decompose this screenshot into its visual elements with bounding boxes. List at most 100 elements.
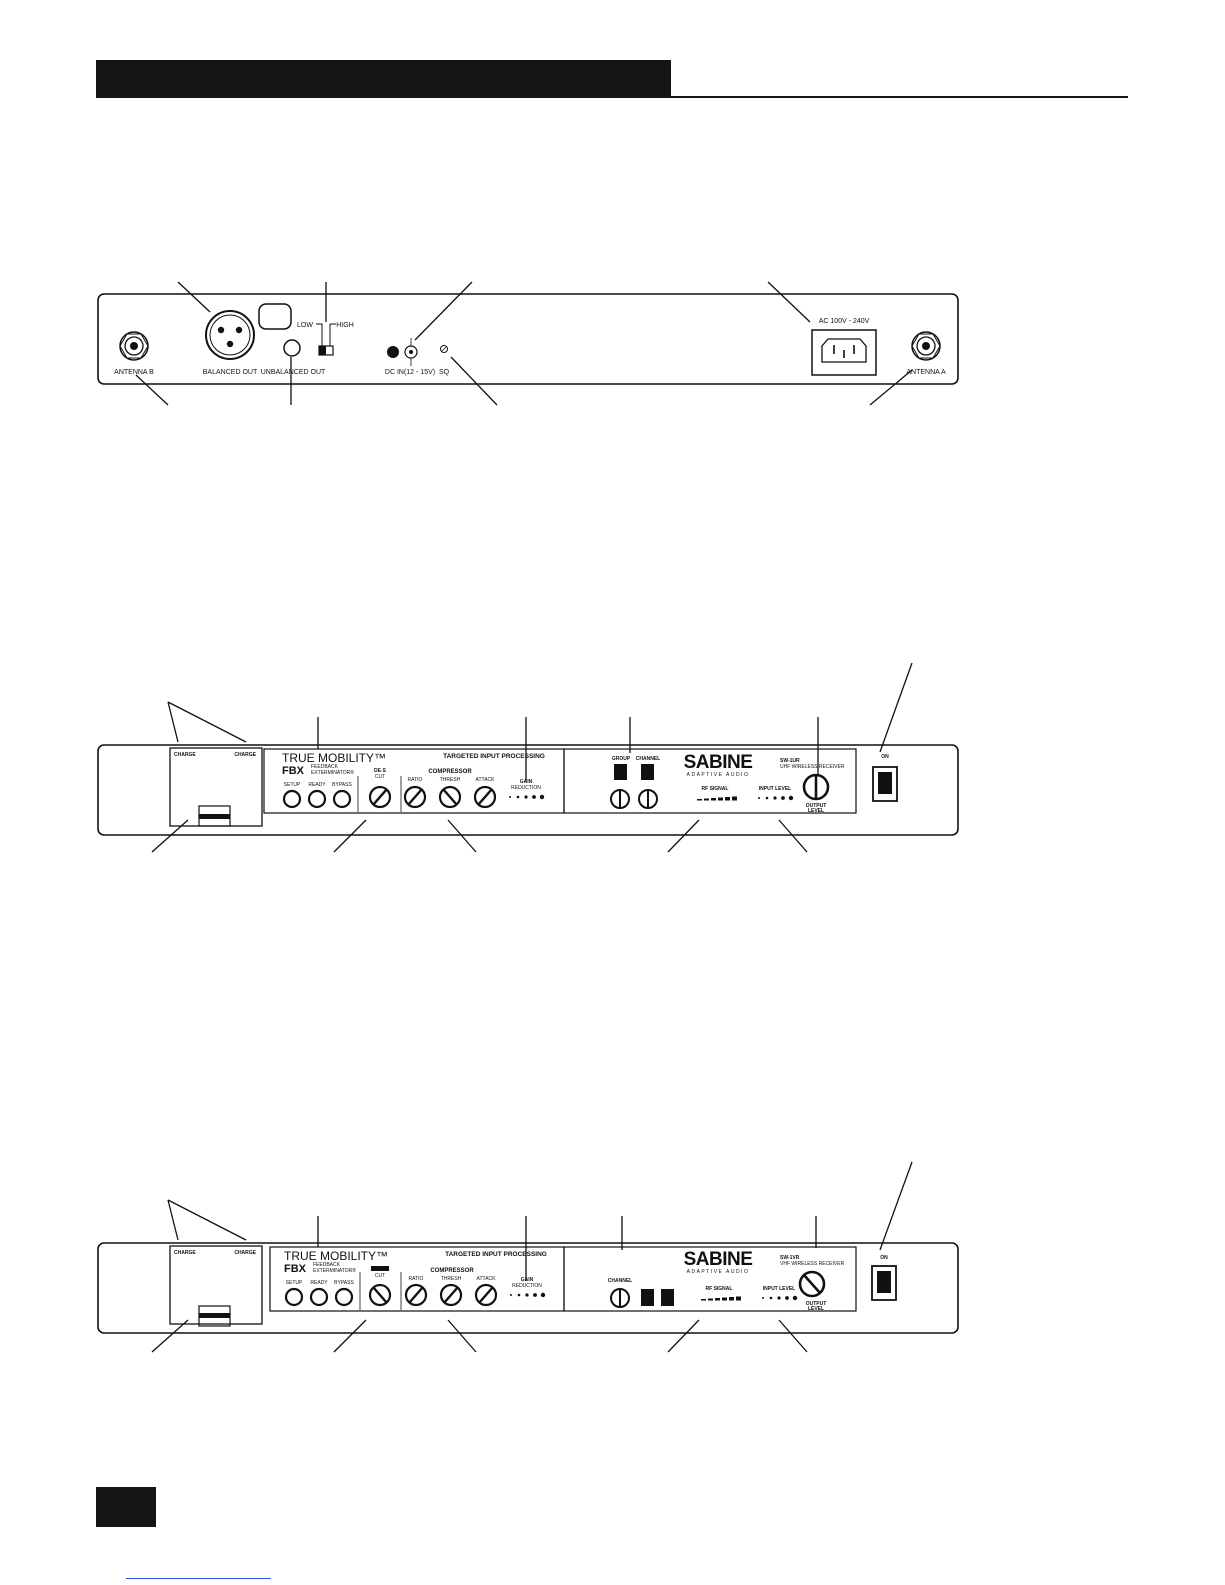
adaptive-audio-label-2: ADAPTIVE AUDIO	[687, 1269, 750, 1275]
group-label: GROUP	[612, 756, 631, 762]
attack-label-2: ATTACK	[477, 1276, 497, 1282]
brand-label-2: TRUE MOBILITY™	[284, 1249, 388, 1263]
sq-trim-pot	[440, 345, 448, 353]
sabine-logo: SABINE	[684, 752, 753, 773]
charge-right-label-2: CHARGE	[234, 1250, 256, 1256]
fbx-sub1: FEEDBACK	[311, 764, 339, 770]
setup-label: SETUP	[284, 782, 301, 788]
power-switch	[872, 766, 898, 802]
declip-badge-2	[371, 1266, 389, 1271]
fbx-sub2-2: EXTERMINATOR®	[313, 1267, 356, 1274]
gain-reduction-leds	[509, 794, 545, 800]
ready-button	[307, 789, 327, 809]
thresh-label-2: THRESH	[441, 1276, 462, 1282]
on-label-2: ON	[880, 1255, 888, 1261]
ground-lift-cover	[258, 303, 292, 330]
bypass-label-2: BYPASS	[334, 1280, 354, 1286]
thresh-knob	[438, 785, 462, 809]
input-level-leds-2	[762, 1295, 798, 1301]
ac-label: AC 100V - 240V	[819, 318, 870, 325]
fbx-logo: FBX	[282, 765, 305, 777]
channel-label-2: CHANNEL	[608, 1278, 632, 1284]
front1-callout-lines	[151, 662, 913, 853]
adaptive-audio-label: ADAPTIVE AUDIO	[687, 772, 750, 778]
page-number-tab	[96, 1487, 156, 1527]
front2-callout-lines	[151, 1161, 913, 1353]
rear-panel: ANTENNA B BALANCED OUT UNBALANCED OUT LO…	[97, 281, 959, 406]
balanced-out-xlr	[205, 310, 255, 360]
ratio-knob-2	[404, 1283, 428, 1307]
antenna-a-label: ANTENNA A	[906, 369, 946, 376]
sabine-logo-2: SABINE	[684, 1249, 753, 1270]
attack-label: ATTACK	[476, 777, 496, 783]
thresh-knob-2	[439, 1283, 463, 1307]
low-label: LOW	[297, 322, 313, 329]
ratio-knob	[403, 785, 427, 809]
rf-signal-meter-2	[701, 1296, 741, 1301]
dc-in-jack	[387, 346, 399, 358]
model-sub-label: UHF WIRELESS RECEIVER	[780, 764, 845, 770]
high-label: HIGH	[336, 322, 354, 329]
header-rule	[96, 96, 1128, 98]
bypass-label: BYPASS	[332, 782, 352, 788]
unbalanced-out-jack	[283, 339, 301, 357]
antenna-a-connector	[911, 331, 941, 361]
front-panel-vhf: CHARGE CHARGE TRUE MOBILITY™ FBX FEEDBAC…	[97, 1161, 959, 1353]
on-label: ON	[881, 754, 889, 760]
model-sub-label-2: VHF WIRELESS RECEIVER	[780, 1261, 845, 1267]
unbalanced-out-label: UNBALANCED OUT	[261, 369, 326, 376]
input-level-label: INPUT LEVEL	[759, 786, 792, 792]
channel-display-ones-2	[661, 1289, 674, 1306]
ratio-label-2: RATIO	[409, 1276, 424, 1282]
declip-label: DE-S	[374, 768, 387, 774]
reduction-label: REDUCTION	[511, 785, 541, 791]
balanced-out-label: BALANCED OUT	[203, 369, 258, 376]
setup-label-2: SETUP	[286, 1280, 303, 1286]
rf-signal-meter	[697, 796, 737, 801]
charger-bay-2	[169, 1245, 263, 1325]
cut-label: CUT	[375, 774, 385, 780]
charge-left-label: CHARGE	[174, 752, 196, 758]
channel-selector	[638, 789, 658, 809]
model-label-2: SW-1VR	[780, 1255, 800, 1261]
charge-right-label: CHARGE	[234, 752, 256, 758]
channel-display-tens-2	[641, 1289, 654, 1306]
brand-label: TRUE MOBILITY™	[282, 751, 386, 765]
attack-knob	[473, 785, 497, 809]
power-switch-2	[871, 1265, 897, 1301]
ready-label: READY	[308, 782, 326, 788]
bypass-button	[332, 789, 352, 809]
rf-signal-label-2: RF SIGNAL	[706, 1286, 733, 1292]
attack-knob-2	[474, 1283, 498, 1307]
level-label: LEVEL	[808, 808, 824, 814]
channel-selector-2	[610, 1288, 630, 1308]
input-level-label-2: INPUT LEVEL	[763, 1286, 796, 1292]
antenna-b-label: ANTENNA B	[114, 369, 154, 376]
input-level-leds	[758, 795, 794, 801]
output-label: OUTPUT	[806, 803, 827, 809]
sq-label: SQ	[439, 369, 450, 376]
footer-link-rule	[126, 1578, 271, 1579]
fbx-sub2: EXTERMINATOR®	[311, 769, 354, 776]
rear-callout-lines	[135, 281, 913, 406]
compressor-label: COMPRESSOR	[428, 769, 472, 775]
fbx-sub1-2: FEEDBACK	[313, 1262, 341, 1268]
group-selector	[610, 789, 630, 809]
level-label-2: LEVEL	[808, 1306, 824, 1312]
rf-signal-label: RF SIGNAL	[702, 786, 729, 792]
dc-in-label: DC IN(12 - 15V)	[385, 369, 435, 376]
receiver-panel-2	[563, 1246, 857, 1312]
channel-label: CHANNEL	[636, 756, 660, 762]
fbx-logo-2: FBX	[284, 1263, 307, 1275]
gain-label-2: GAIN	[521, 1277, 534, 1283]
output-label-2: OUTPUT	[806, 1301, 827, 1307]
receiver-panel	[563, 748, 857, 814]
ready-label-2: READY	[310, 1280, 328, 1286]
cut-knob	[368, 785, 392, 809]
front-panel-uhf: CHARGE CHARGE TRUE MOBILITY™ FBX FEEDBAC…	[97, 662, 959, 853]
header-bar	[96, 60, 671, 98]
output-level-knob-2	[798, 1270, 826, 1298]
cut-label-2: CUT	[375, 1273, 385, 1279]
output-level-knob	[802, 773, 830, 801]
